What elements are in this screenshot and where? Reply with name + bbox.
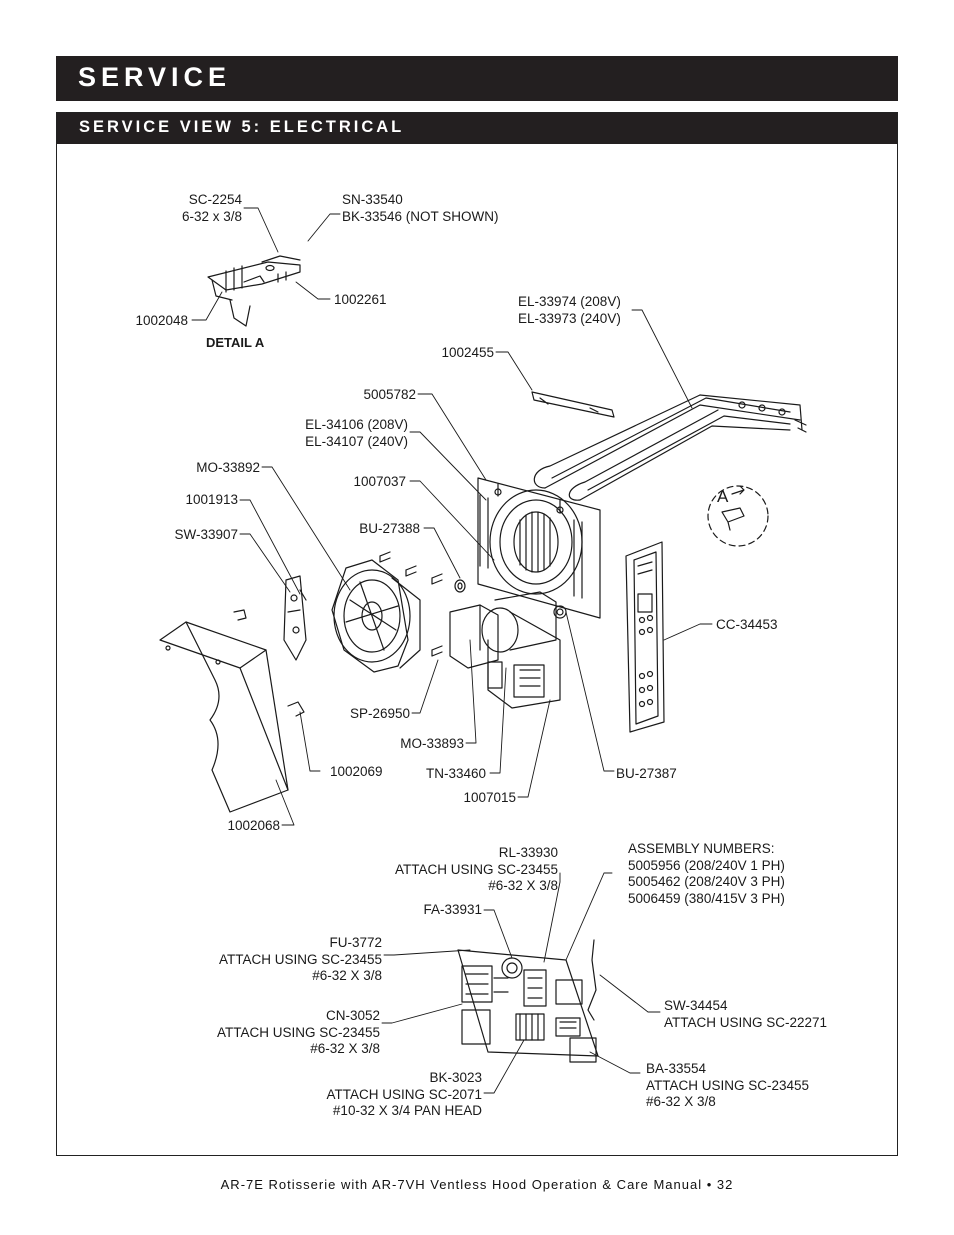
- label-line: BK-33546 (NOT SHOWN): [342, 208, 499, 224]
- label-line: CN-3052: [325, 1008, 380, 1023]
- label-5005782: 5005782: [363, 387, 416, 402]
- label-line: EL-33973 (240V): [518, 310, 621, 326]
- label-el-34106: EL-34106 (208V) EL-34107 (240V): [268, 417, 408, 450]
- label-assembly-numbers: ASSEMBLY NUMBERS: 5005956 (208/240V 1 PH…: [628, 841, 785, 907]
- label-line: ATTACH USING SC-23455: [394, 861, 558, 877]
- label-1007015: 1007015: [463, 790, 516, 805]
- detail-a-caption: DETAIL A: [206, 335, 265, 350]
- detail-a-leaders: [192, 208, 340, 320]
- spacers: [380, 552, 465, 656]
- label-fu-3772: FU-3772 ATTACH USING SC-23455 #6-32 X 3/…: [180, 935, 382, 985]
- service-view-panel: SERVICE VIEW 5: ELECTRICAL: [56, 112, 898, 1156]
- label-line: ATTACH USING SC-22271: [664, 1014, 828, 1030]
- label-cn-3052: CN-3052 ATTACH USING SC-23455 #6-32 X 3/…: [178, 1008, 380, 1058]
- bracket-1002455: [532, 392, 614, 417]
- label-line: 5005462 (208/240V 3 PH): [628, 874, 785, 889]
- label-1002048: 1002048: [135, 313, 188, 328]
- section-header: SERVICE VIEW 5: ELECTRICAL: [57, 113, 897, 144]
- label-cc-34453: CC-34453: [716, 617, 778, 632]
- label-line: EL-34107 (240V): [305, 433, 408, 449]
- label-el-33974: EL-33974 (208V) EL-33973 (240V): [518, 294, 621, 327]
- label-line: 5005956 (208/240V 1 PH): [628, 857, 785, 873]
- label-sw-34454: SW-34454 ATTACH USING SC-22271: [664, 998, 827, 1031]
- page-title: SERVICE: [78, 62, 232, 92]
- label-1002069: 1002069: [330, 764, 383, 779]
- detail-a-marker: A: [717, 487, 729, 506]
- label-line: ATTACH USING SC-23455: [216, 1024, 380, 1040]
- label-line: EL-34106 (208V): [305, 417, 408, 432]
- detail-a-callout: [708, 486, 768, 546]
- label-line: ATTACH USING SC-2071: [326, 1086, 482, 1102]
- detail-a-switch-assembly: [208, 256, 300, 326]
- label-1002068: 1002068: [227, 818, 280, 833]
- switch-bracket: [284, 576, 306, 660]
- label-1002455: 1002455: [441, 345, 494, 360]
- leader-lines: [240, 310, 712, 825]
- label-line: #6-32 X 3/8: [488, 878, 558, 893]
- label-line: BK-3023: [429, 1070, 482, 1085]
- label-1007037: 1007037: [353, 474, 406, 489]
- label-line: EL-33974 (208V): [518, 294, 621, 309]
- label-line: SC-2254: [188, 192, 242, 207]
- label-line: RL-33930: [498, 845, 558, 860]
- label-line: FU-3772: [329, 935, 382, 950]
- label-1002261: 1002261: [334, 292, 387, 307]
- label-mo-33893: MO-33893: [400, 736, 464, 751]
- heater-back-plate: [478, 478, 600, 618]
- control-panel-cc34453: [626, 542, 664, 732]
- label-line: BA-33554: [646, 1061, 707, 1076]
- page-footer: AR-7E Rotisserie with AR-7VH Ventless Ho…: [220, 1177, 734, 1192]
- label-line: #10-32 X 3/4 PAN HEAD: [332, 1103, 482, 1118]
- section-title: SERVICE VIEW 5: ELECTRICAL: [79, 118, 405, 136]
- page-header-banner: SERVICE: [56, 56, 898, 101]
- label-rl-33930: RL-33930 ATTACH USING SC-23455 #6-32 X 3…: [360, 845, 558, 895]
- label-line: #6-32 X 3/8: [646, 1094, 716, 1109]
- heating-element-upper: [534, 395, 806, 500]
- label-tn-33460: TN-33460: [425, 766, 486, 781]
- label-1001913: 1001913: [185, 492, 238, 507]
- motor-and-transformer: [450, 592, 566, 708]
- label-sp-26950: SP-26950: [349, 706, 410, 721]
- clip-left: [234, 610, 246, 620]
- label-line: 5006459 (380/415V 3 PH): [628, 890, 785, 906]
- leader-lines-bottom: [382, 873, 660, 1093]
- control-board-assembly: [458, 940, 598, 1062]
- label-line: ATTACH USING SC-23455: [218, 951, 382, 967]
- label-line: ASSEMBLY NUMBERS:: [628, 841, 775, 856]
- label-fa-33931: FA-33931: [423, 902, 482, 917]
- label-line: #6-32 X 3/8: [310, 1041, 380, 1056]
- label-line: #6-32 X 3/8: [312, 968, 382, 983]
- clip-1002069: [288, 702, 304, 716]
- label-bu-27388: BU-27388: [359, 521, 420, 536]
- label-line: SW-34454: [664, 998, 728, 1013]
- blower-fan: [332, 560, 420, 672]
- cover-1002068: [160, 622, 288, 812]
- label-sw-33907: SW-33907: [174, 527, 238, 542]
- label-line: 6-32 x 3/8: [181, 208, 242, 224]
- label-bk-3023: BK-3023 ATTACH USING SC-2071 #10-32 X 3/…: [290, 1070, 482, 1120]
- label-mo-33892: MO-33892: [196, 460, 260, 475]
- label-bu-27387: BU-27387: [616, 766, 677, 781]
- label-ba-33554: BA-33554 ATTACH USING SC-23455 #6-32 X 3…: [646, 1061, 809, 1111]
- label-sc-2254: SC-2254 6-32 x 3/8: [160, 192, 242, 225]
- label-sn-33540: SN-33540 BK-33546 (NOT SHOWN): [342, 192, 499, 225]
- label-line: ATTACH USING SC-23455: [646, 1077, 810, 1093]
- label-line: SN-33540: [342, 192, 403, 207]
